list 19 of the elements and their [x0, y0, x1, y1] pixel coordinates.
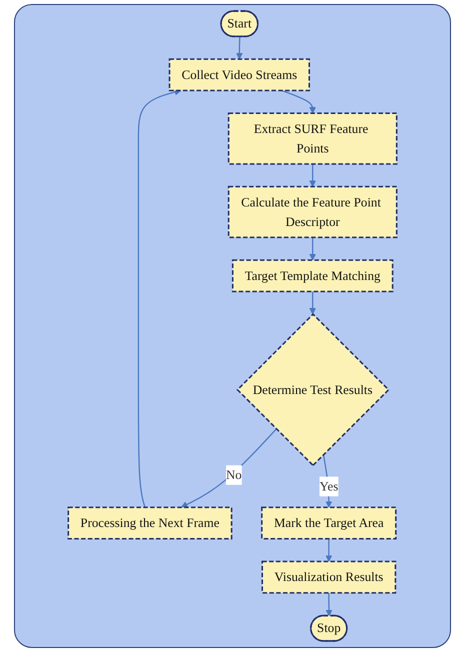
node-box: [261, 506, 397, 540]
node-diamond: [236, 313, 390, 466]
arrow: [309, 292, 316, 315]
arrow: [236, 36, 243, 60]
arrow: [326, 538, 332, 562]
edge-label: No: [226, 467, 242, 482]
arrow: [326, 592, 332, 616]
node-box: [262, 560, 396, 594]
arrow: [282, 90, 316, 114]
node-box: [68, 506, 232, 540]
node-box: [228, 112, 398, 165]
node-box: [168, 58, 310, 92]
arrow: [309, 164, 316, 187]
node-box: [232, 259, 394, 292]
panel-background: No Yes Start Collect Video Streams Extract SURF Feature Points Calculate the Feature Point Descriptor Target Template Matching Determine Test Results Processing the Next Frame Mark the Target Area Visualization Results Stop: [14, 4, 451, 648]
edge-label: Yes: [319, 478, 338, 494]
node-box: [228, 186, 398, 238]
arrow: [309, 237, 316, 260]
arrow: [180, 428, 277, 508]
